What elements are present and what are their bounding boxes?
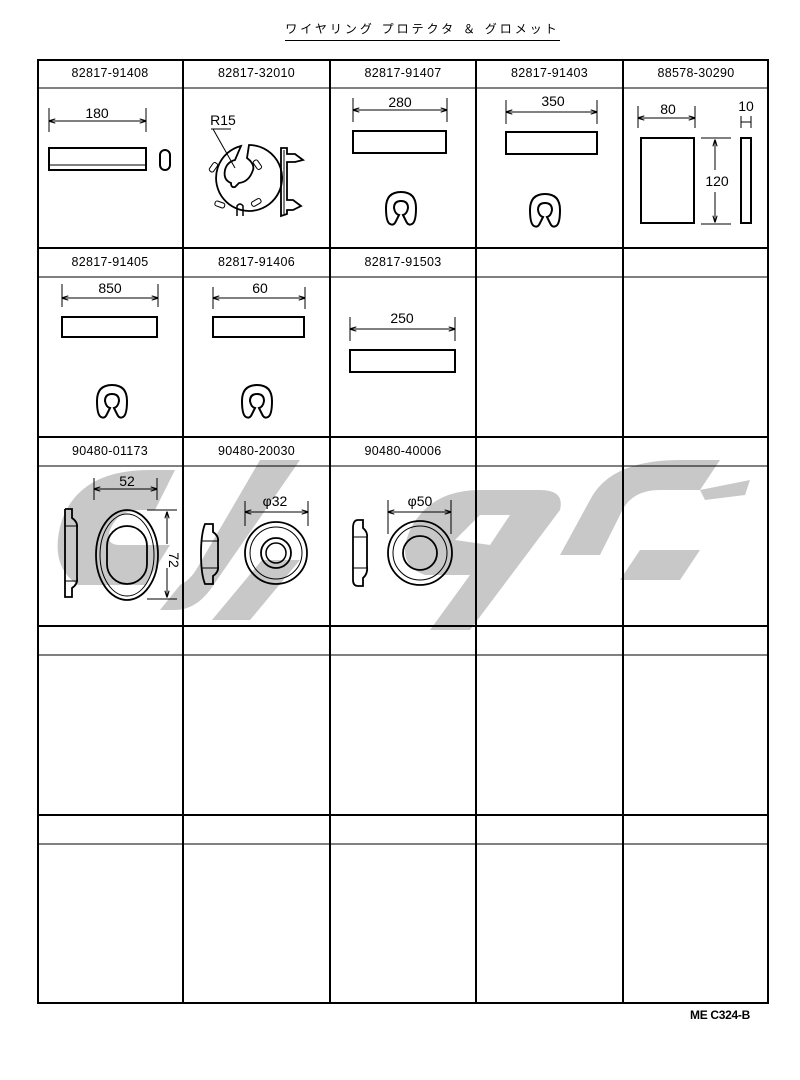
part-number-label: 82817-91503 — [364, 255, 442, 269]
part-number-label: 82817-91408 — [71, 66, 149, 80]
dimension-height: 72 — [166, 552, 182, 568]
dimension-length: 350 — [541, 93, 565, 109]
dimension-length: 250 — [390, 310, 414, 326]
part-number-label: 82817-91403 — [511, 66, 588, 80]
drawing-protector-strip-with-profile: 60 — [212, 280, 330, 419]
drawing-round-grommet: φ32 — [200, 493, 330, 585]
dimension-diameter: φ50 — [408, 493, 433, 509]
document-code: ME C324-B — [690, 1008, 750, 1022]
dimension-height: 120 — [705, 173, 729, 189]
drawing-protector-strip: 180 — [48, 105, 171, 171]
dimension-length: 850 — [98, 280, 122, 296]
part-number-label: 82817-32010 — [218, 66, 295, 80]
dimension-width: 52 — [119, 473, 135, 489]
parts-table — [37, 59, 769, 1004]
drawing-round-grommet: φ50 — [352, 493, 453, 587]
page-title: ワイヤリング プロテクタ ＆ グロメット — [285, 18, 560, 41]
drawing-protector-strip-with-profile: 850 — [61, 280, 183, 419]
drawing-round-clip: R15 — [208, 112, 306, 218]
part-number-label: 82817-91405 — [71, 255, 149, 269]
dimension-length: 280 — [388, 94, 412, 110]
dimension-radius: R15 — [210, 112, 236, 128]
part-number-label: 90480-20030 — [218, 444, 295, 458]
dimension-width: 80 — [660, 101, 676, 117]
drawing-pad: 80 10 120 — [623, 98, 754, 225]
part-number-label: 88578-30290 — [657, 66, 735, 80]
dimension-length: 180 — [85, 105, 109, 121]
drawing-protector-strip-with-profile: 280 — [352, 94, 476, 226]
part-number-label: 90480-01173 — [71, 444, 149, 458]
drawing-protector-strip-with-profile: 350 — [505, 93, 598, 228]
part-number-label: 82817-91406 — [218, 255, 295, 269]
dimension-thickness: 10 — [738, 98, 754, 114]
drawing-protector-strip: 250 — [349, 310, 456, 373]
part-number-label: 90480-40006 — [364, 444, 442, 458]
drawing-oval-grommet: 52 72 — [64, 473, 182, 601]
dimension-length: 60 — [252, 280, 268, 296]
dimension-diameter: φ32 — [263, 493, 288, 509]
part-number-label: 82817-91407 — [364, 66, 442, 80]
